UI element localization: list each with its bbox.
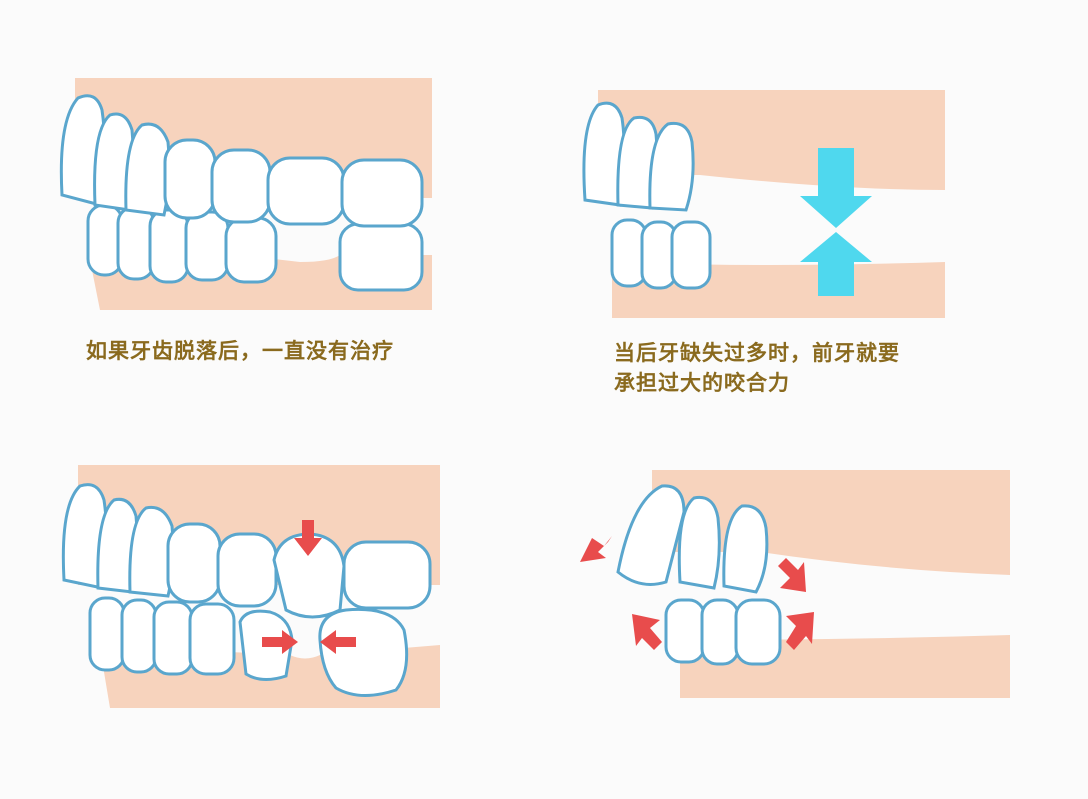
down-red-arrow — [294, 520, 322, 556]
upper-molar — [340, 158, 424, 228]
caption-line: 当后牙缺失过多时，前牙就要 — [614, 341, 900, 365]
red-arrow-icon — [262, 520, 356, 654]
lower-tooth — [700, 598, 740, 666]
upper-incisor — [677, 495, 721, 590]
caption-front-teeth-force: 当后牙缺失过多时，前牙就要 承担过大的咬合力 — [614, 338, 900, 398]
down-arrow — [800, 148, 872, 228]
upper-canine — [722, 504, 769, 594]
upper-left-red-arrow — [580, 536, 612, 562]
caption-missing-tooth: 如果牙齿脱落后，一直没有治疗 — [86, 339, 394, 363]
upper-right-red-arrow — [778, 558, 806, 592]
upper-canine — [648, 121, 695, 212]
lower-tooth — [664, 598, 706, 664]
caption-line: 承担过大的咬合力 — [614, 371, 790, 395]
lower-tooth — [670, 220, 712, 290]
left-red-arrow — [320, 630, 356, 654]
extruded-upper-tooth — [272, 532, 346, 619]
cyan-compression-arrows-icon — [800, 148, 872, 296]
lower-tooth — [188, 602, 236, 676]
flared-upper-incisor — [616, 484, 686, 586]
red-arrow-icon — [580, 536, 814, 650]
tilted-lower-molar — [318, 607, 409, 697]
lower-tooth — [734, 598, 782, 666]
lower-right-red-arrow — [786, 612, 814, 650]
lower-left-red-arrow — [632, 614, 662, 650]
right-red-arrow — [262, 630, 298, 654]
up-arrow — [800, 232, 872, 296]
upper-molar — [342, 540, 432, 610]
